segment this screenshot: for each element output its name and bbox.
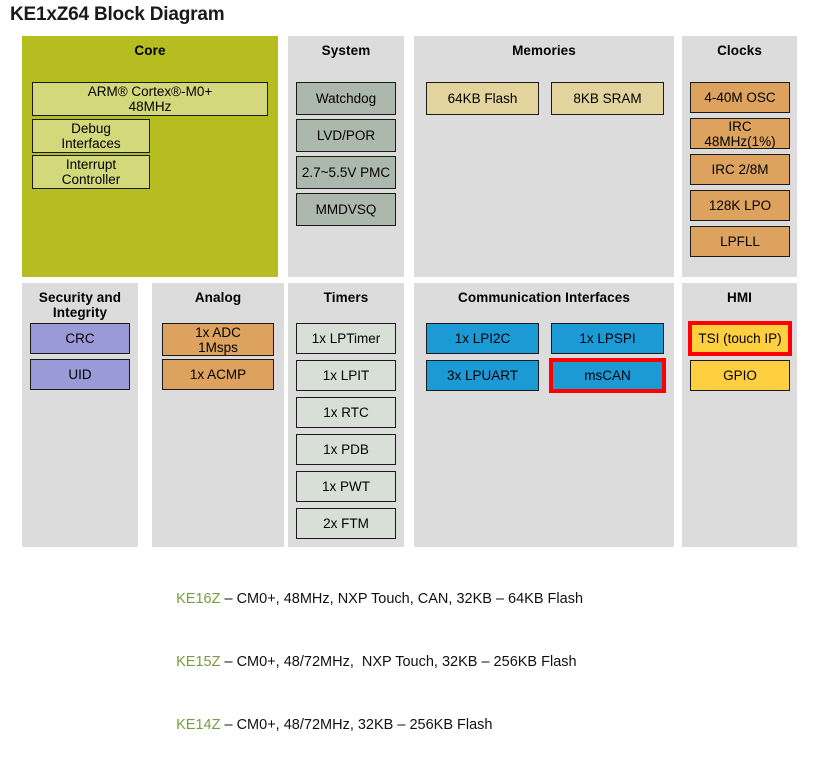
panel-communication-interfaces: Communication Interfaces 1x LPI2C 1x LPS… — [414, 283, 674, 547]
panel-communication-title: Communication Interfaces — [458, 290, 630, 305]
panel-clocks: Clocks 4-40M OSC IRC 48MHz(1%) IRC 2/8M … — [682, 36, 797, 277]
legend: KE16Z – CM0+, 48MHz, NXP Touch, CAN, 32K… — [160, 568, 583, 757]
block-watchdog[interactable]: Watchdog — [296, 82, 396, 115]
block-pwt[interactable]: 1x PWT — [296, 471, 396, 502]
block-lpfll[interactable]: LPFLL — [690, 226, 790, 257]
block-sram[interactable]: 8KB SRAM — [551, 82, 664, 115]
panel-hmi: HMI TSI (touch IP) GPIO — [682, 283, 797, 547]
block-uid[interactable]: UID — [30, 359, 130, 390]
block-pmc[interactable]: 2.7~5.5V PMC — [296, 156, 396, 189]
panel-security-integrity: Security and Integrity CRC UID — [22, 283, 138, 547]
block-crc[interactable]: CRC — [30, 323, 130, 354]
block-adc[interactable]: 1x ADC 1Msps — [162, 323, 274, 356]
panel-memories: Memories 64KB Flash 8KB SRAM — [414, 36, 674, 277]
block-ftm[interactable]: 2x FTM — [296, 508, 396, 539]
panel-core-title: Core — [134, 43, 166, 58]
panel-core: Core ARM® Cortex®-M0+ 48MHz Debug Interf… — [22, 36, 278, 277]
panel-system: System Watchdog LVD/POR 2.7~5.5V PMC MMD… — [288, 36, 404, 277]
legend-description: – CM0+, 48MHz, NXP Touch, CAN, 32KB – 64… — [220, 591, 584, 607]
block-rtc[interactable]: 1x RTC — [296, 397, 396, 428]
block-acmp[interactable]: 1x ACMP — [162, 359, 274, 390]
block-interrupt-controller[interactable]: Interrupt Controller — [32, 155, 150, 189]
legend-part-number: KE15Z — [176, 654, 221, 670]
block-irc-48mhz[interactable]: IRC 48MHz(1%) — [690, 118, 790, 149]
block-tsi-touch-ip[interactable]: TSI (touch IP) — [688, 321, 792, 356]
block-lpuart[interactable]: 3x LPUART — [426, 360, 539, 391]
legend-row: KE15Z – CM0+, 48/72MHz, NXP Touch, 32KB … — [160, 631, 583, 694]
legend-part-number: KE14Z — [176, 717, 221, 733]
block-lvd-por[interactable]: LVD/POR — [296, 119, 396, 152]
panel-clocks-title: Clocks — [717, 43, 762, 58]
legend-row: KE14Z – CM0+, 48/72MHz, 32KB – 256KB Fla… — [160, 694, 583, 757]
page-title: KE1xZ64 Block Diagram — [10, 4, 225, 25]
block-pdb[interactable]: 1x PDB — [296, 434, 396, 465]
panel-analog-title: Analog — [194, 290, 242, 305]
panel-analog: Analog 1x ADC 1Msps 1x ACMP — [152, 283, 284, 547]
legend-description: – CM0+, 48/72MHz, NXP Touch, 32KB – 256K… — [220, 654, 577, 670]
panel-timers-title: Timers — [323, 290, 369, 305]
block-irc-2-8m[interactable]: IRC 2/8M — [690, 154, 790, 185]
block-128k-lpo[interactable]: 128K LPO — [690, 190, 790, 221]
legend-part-number: KE16Z — [176, 591, 221, 607]
block-arm-cortex-m0[interactable]: ARM® Cortex®-M0+ 48MHz — [32, 82, 268, 116]
panel-system-title: System — [321, 43, 371, 58]
block-debug-interfaces[interactable]: Debug Interfaces — [32, 119, 150, 153]
legend-row: KE16Z – CM0+, 48MHz, NXP Touch, CAN, 32K… — [160, 568, 583, 631]
block-lpi2c[interactable]: 1x LPI2C — [426, 323, 539, 354]
block-mmdvsq[interactable]: MMDVSQ — [296, 193, 396, 226]
block-lpspi[interactable]: 1x LPSPI — [551, 323, 664, 354]
block-lptimer[interactable]: 1x LPTimer — [296, 323, 396, 354]
block-gpio[interactable]: GPIO — [690, 360, 790, 391]
panel-security-title: Security and Integrity — [38, 290, 122, 320]
panel-timers: Timers 1x LPTimer 1x LPIT 1x RTC 1x PDB … — [288, 283, 404, 547]
panel-memories-title: Memories — [512, 43, 576, 58]
block-osc-4-40m[interactable]: 4-40M OSC — [690, 82, 790, 113]
legend-description: – CM0+, 48/72MHz, 32KB – 256KB Flash — [220, 717, 493, 733]
panel-hmi-title: HMI — [726, 290, 753, 305]
block-lpit[interactable]: 1x LPIT — [296, 360, 396, 391]
block-flash[interactable]: 64KB Flash — [426, 82, 539, 115]
block-mscan[interactable]: msCAN — [549, 358, 666, 393]
